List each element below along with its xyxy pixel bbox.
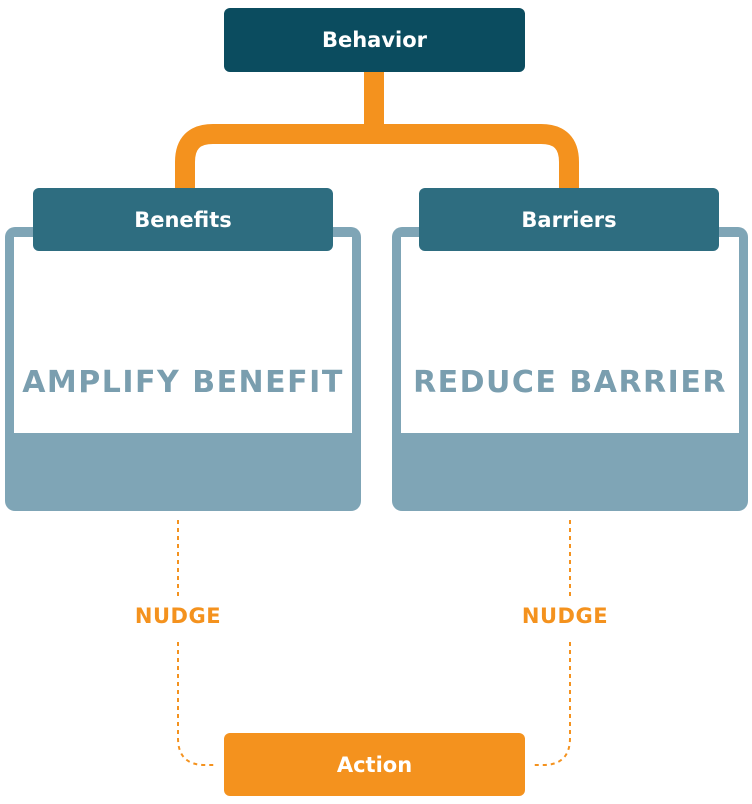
barrier-panel-body: REDUCE BARRIER: [401, 237, 739, 433]
action-node: Action: [224, 733, 525, 796]
behavior-node: Behavior: [224, 8, 525, 72]
benefits-header: Benefits: [33, 188, 333, 251]
nudge-label-left: NUDGE: [134, 604, 222, 628]
nudge-line-right: [533, 520, 571, 766]
benefit-panel: AMPLIFY BENEFIT: [5, 227, 361, 511]
amplify-benefit-text: AMPLIFY BENEFIT: [22, 364, 344, 400]
barriers-header: Barriers: [419, 188, 719, 251]
nudge-line-left: [177, 520, 215, 766]
branch-connector: [175, 72, 579, 188]
nudge-label-right: NUDGE: [521, 604, 609, 628]
reduce-barrier-text: REDUCE BARRIER: [413, 364, 727, 400]
barrier-panel: REDUCE BARRIER: [392, 227, 748, 511]
benefit-panel-body: AMPLIFY BENEFIT: [14, 237, 352, 433]
